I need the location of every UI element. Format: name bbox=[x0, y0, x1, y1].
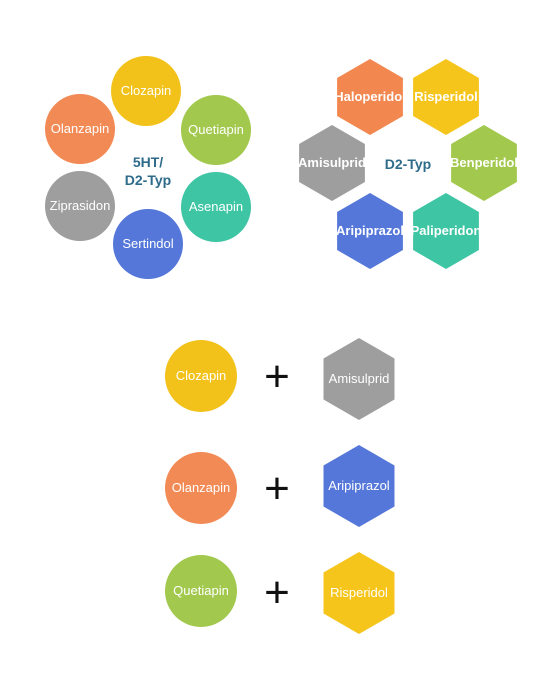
shape-label: Aripiprazol bbox=[328, 478, 390, 493]
hex-group-center-label: D2-Typ bbox=[385, 156, 431, 172]
shape-label: Aripiprazol bbox=[336, 223, 404, 238]
plus-sign: + bbox=[264, 464, 290, 513]
circle-shape bbox=[165, 452, 237, 524]
shape-label: Olanzapin bbox=[172, 480, 231, 495]
circle-group: Clozapin Quetiapin Asenapin Sertindol Zi… bbox=[45, 56, 251, 279]
hex-shape bbox=[337, 193, 403, 269]
shape-label: Paliperidon bbox=[411, 223, 482, 238]
hex-benperidol: Benperidol bbox=[450, 125, 518, 201]
shape-label: Haloperidol bbox=[334, 89, 406, 104]
combination-row-3: Quetiapin + Risperidol bbox=[165, 552, 395, 634]
circle-clozapin: Clozapin bbox=[111, 56, 181, 126]
shape-label: Quetiapin bbox=[188, 122, 244, 137]
plus-sign: + bbox=[264, 352, 290, 401]
combination-row-2: Olanzapin + Aripiprazol bbox=[165, 445, 395, 527]
hex-shape bbox=[323, 338, 395, 420]
combo-1-circle: Clozapin bbox=[165, 340, 237, 412]
combo-3-hex: Risperidol bbox=[323, 552, 395, 634]
circle-sertindol: Sertindol bbox=[113, 209, 183, 279]
hex-shape bbox=[337, 59, 403, 135]
combo-3-circle: Quetiapin bbox=[165, 555, 237, 627]
shape-label: Benperidol bbox=[450, 155, 518, 170]
plus-sign: + bbox=[264, 568, 290, 617]
shape-label: Clozapin bbox=[176, 368, 227, 383]
hex-paliperidon: Paliperidon bbox=[411, 193, 482, 269]
combo-1-hex: Amisulprid bbox=[323, 338, 395, 420]
hex-haloperidol: Haloperidol bbox=[334, 59, 406, 135]
circle-asenapin: Asenapin bbox=[181, 172, 251, 242]
combo-2-circle: Olanzapin bbox=[165, 452, 237, 524]
shape-label: Risperidol bbox=[330, 585, 388, 600]
shape-label: Amisulprid bbox=[329, 371, 390, 386]
shape-label: Ziprasidon bbox=[50, 198, 111, 213]
hex-amisulprid: Amisulprid bbox=[298, 125, 366, 201]
hex-shape bbox=[323, 445, 395, 527]
circle-group-center-line1: 5HT/ bbox=[133, 154, 163, 170]
circle-ziprasidon: Ziprasidon bbox=[45, 171, 115, 241]
circle-group-center-line2: D2-Typ bbox=[125, 172, 171, 188]
hex-shape bbox=[413, 59, 479, 135]
circle-shape bbox=[113, 209, 183, 279]
shape-label: Risperidol bbox=[414, 89, 478, 104]
shape-label: Clozapin bbox=[121, 83, 172, 98]
combination-row-1: Clozapin + Amisulprid bbox=[165, 338, 395, 420]
hex-aripiprazol: Aripiprazol bbox=[336, 193, 404, 269]
circle-quetiapin: Quetiapin bbox=[181, 95, 251, 165]
circle-shape bbox=[181, 172, 251, 242]
hex-shape bbox=[451, 125, 517, 201]
shape-label: Sertindol bbox=[122, 236, 173, 251]
hex-shape bbox=[323, 552, 395, 634]
hex-shape bbox=[299, 125, 365, 201]
circle-shape bbox=[165, 555, 237, 627]
shape-label: Olanzapin bbox=[51, 121, 110, 136]
circle-olanzapin: Olanzapin bbox=[45, 94, 115, 164]
shape-label: Asenapin bbox=[189, 199, 243, 214]
circle-shape bbox=[45, 171, 115, 241]
circle-shape bbox=[111, 56, 181, 126]
hex-group: Haloperidol Risperidol Benperidol Palipe… bbox=[298, 59, 518, 269]
circle-shape bbox=[181, 95, 251, 165]
combo-2-hex: Aripiprazol bbox=[323, 445, 395, 527]
circle-shape bbox=[45, 94, 115, 164]
shape-label: Quetiapin bbox=[173, 583, 229, 598]
hex-risperidol: Risperidol bbox=[413, 59, 479, 135]
circle-shape bbox=[165, 340, 237, 412]
hex-shape bbox=[413, 193, 479, 269]
shape-label: Amisulprid bbox=[298, 155, 366, 170]
